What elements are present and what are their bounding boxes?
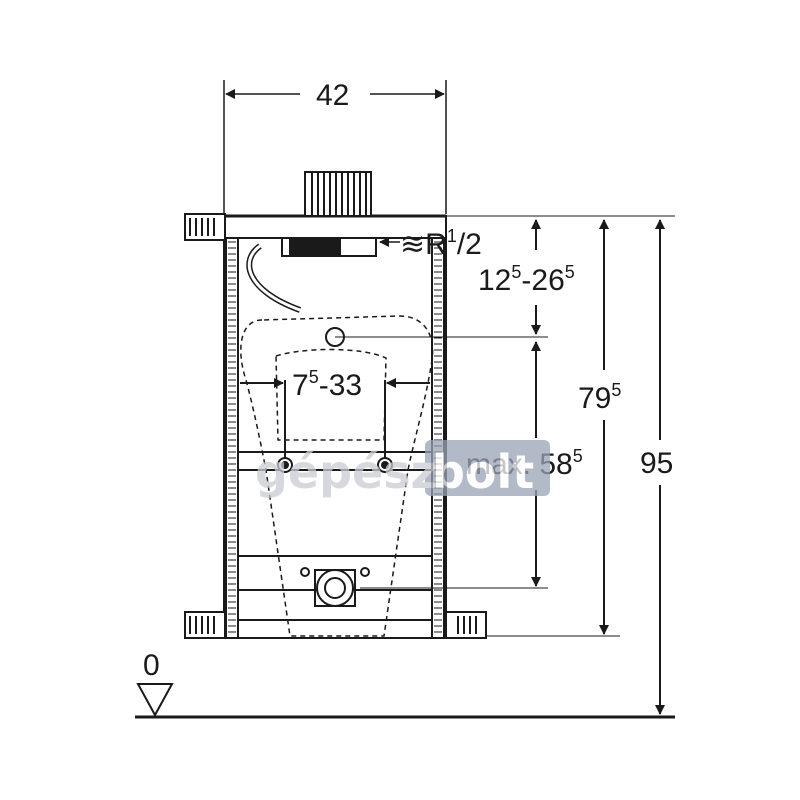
frame-height-label: 795 [578, 380, 621, 415]
floor-level-label: 0 [143, 649, 160, 682]
connection-rest: /2 [457, 228, 482, 261]
stud-spacing-label: 75-33 [292, 367, 362, 402]
width-dimension [223, 80, 447, 214]
connection-thread: R [425, 228, 447, 261]
top-range-label: 125-265 [478, 262, 575, 297]
drain-fitting [300, 567, 370, 607]
connection-label: ≋R1/2 [379, 226, 482, 261]
watermark-left-text: gépész [255, 445, 437, 499]
extension-lines [360, 215, 675, 637]
total-height-label: 95 [640, 447, 673, 480]
water-connection-fitting [246, 237, 377, 313]
connection-sup: 1 [447, 226, 457, 246]
watermark-logo: gépész bolt [255, 440, 550, 499]
mounting-studs [277, 380, 393, 473]
urinal-outline [240, 315, 434, 637]
connection-prefix: ≋ [400, 228, 425, 261]
frame-feet [184, 213, 487, 639]
width-label: 42 [316, 79, 349, 112]
floor-level-triangle-icon [136, 683, 174, 718]
frame [223, 214, 447, 639]
water-inlet-cap [304, 171, 372, 217]
watermark-right-text: bolt [432, 445, 534, 499]
svg-text:≋R1/2: ≋R1/2 [400, 226, 482, 261]
